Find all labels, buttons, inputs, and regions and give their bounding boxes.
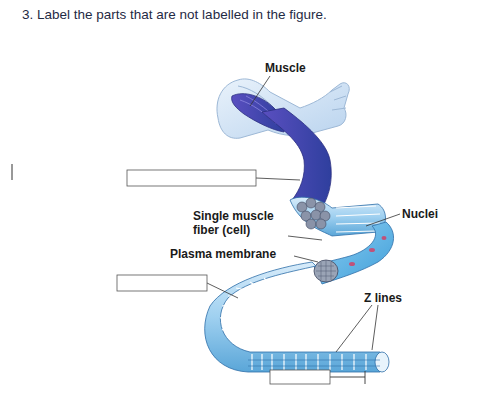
part-label: Single muscle fiber (cell): [193, 210, 289, 238]
cursor-mark: [12, 164, 13, 180]
answer-box: [117, 170, 330, 384]
part-label: Muscle: [265, 62, 345, 76]
part-label: Z lines: [364, 292, 434, 306]
part-label: Nuclei: [402, 208, 472, 222]
myofibril: [205, 262, 380, 372]
part-label: Plasma membrane: [170, 248, 300, 262]
fascicle: [290, 197, 386, 236]
muscle-fiber: [314, 222, 394, 284]
question-title: 3. Label the parts that are not labelled…: [22, 7, 481, 23]
